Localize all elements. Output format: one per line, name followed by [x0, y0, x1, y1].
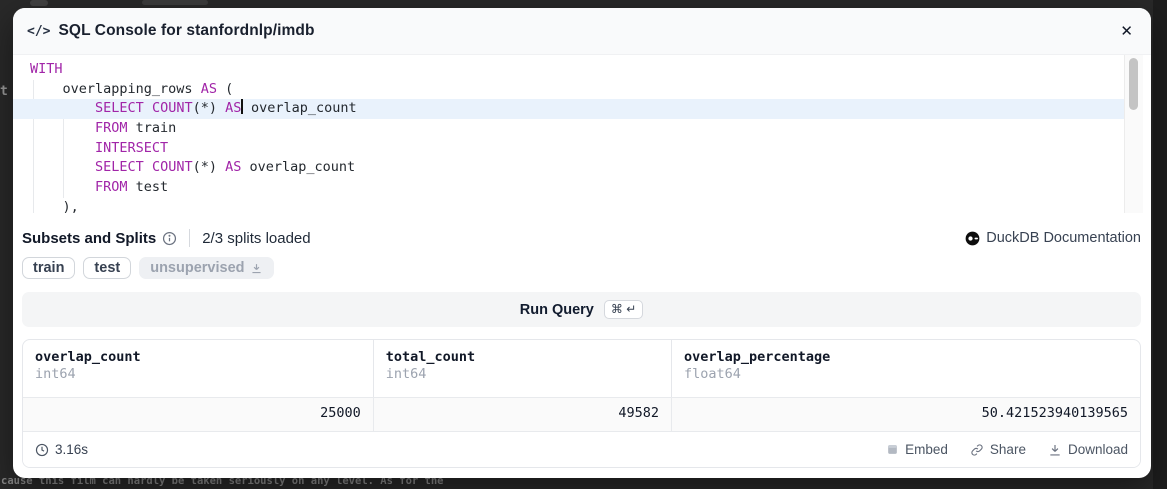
table-cell: 50.421523940139565: [981, 405, 1128, 421]
download-icon: [250, 262, 263, 275]
modal-body: Subsets and Splits 2/3 splits loaded Duc…: [13, 225, 1151, 468]
run-query-label: Run Query: [519, 301, 594, 318]
indent-guide: [33, 80, 34, 213]
backdrop-clipped-text: t: [0, 84, 8, 99]
code-line: SELECT COUNT(*) AS overlap_count: [95, 159, 356, 176]
table-cell: 25000: [23, 398, 374, 431]
code-line: WITH: [30, 61, 63, 77]
duckdb-icon: [965, 231, 980, 246]
divider: [189, 229, 191, 247]
split-chips: train test unsupervised: [22, 257, 1141, 279]
split-chip-label: train: [33, 260, 65, 276]
backdrop-edge: [1153, 0, 1167, 489]
editor-scrollbar[interactable]: [1124, 55, 1143, 213]
split-chip-label: unsupervised: [150, 260, 245, 276]
download-button[interactable]: Download: [1048, 442, 1128, 457]
footer-actions: Embed Share Download: [886, 442, 1128, 457]
download-icon: [1048, 443, 1062, 457]
text-cursor: [241, 99, 243, 115]
code-icon: </>: [27, 23, 51, 39]
split-chip-unsupervised[interactable]: unsupervised: [139, 257, 274, 279]
scrollbar-thumb[interactable]: [1129, 58, 1138, 110]
column-name: total_count: [385, 349, 476, 365]
code-line: INTERSECT: [95, 139, 169, 156]
duckdb-doc-label: DuckDB Documentation: [986, 230, 1141, 246]
sql-editor[interactable]: WITH overlapping_rows AS ( SELECT COUNT(…: [13, 55, 1151, 213]
share-label: Share: [989, 442, 1026, 457]
backdrop-fragment: [30, 0, 48, 6]
subsets-label: Subsets and Splits: [22, 229, 157, 247]
duckdb-doc-link[interactable]: DuckDB Documentation: [965, 230, 1141, 246]
code-lines: WITH overlapping_rows AS ( SELECT COUNT(…: [13, 55, 1151, 213]
duration-value: 3.16s: [55, 442, 89, 457]
backdrop-fragment: [142, 0, 208, 5]
column-type: int64: [385, 366, 427, 382]
split-chip-label: test: [94, 260, 121, 276]
clock-icon: [35, 443, 49, 457]
query-duration: 3.16s: [35, 442, 88, 457]
share-button[interactable]: Share: [970, 442, 1026, 457]
embed-icon: [886, 443, 899, 456]
embed-button[interactable]: Embed: [886, 442, 948, 457]
code-line: FROM train: [95, 120, 177, 137]
column-type: int64: [35, 366, 76, 382]
code-line: overlapping_rows AS (: [62, 80, 234, 97]
column-name: overlap_count: [35, 349, 141, 365]
column-name: overlap_percentage: [683, 349, 831, 365]
embed-label: Embed: [905, 442, 948, 457]
sql-console-modal: </> SQL Console for stanfordnlp/imdb ✕ W…: [13, 8, 1151, 478]
splits-loaded-status: 2/3 splits loaded: [202, 229, 311, 247]
backdrop-page-text: cause this film can hardly be taken seri…: [1, 475, 444, 487]
code-line: FROM test: [95, 179, 169, 196]
modal-header: </> SQL Console for stanfordnlp/imdb ✕: [13, 8, 1151, 55]
close-icon[interactable]: ✕: [1120, 22, 1133, 40]
info-icon[interactable]: [162, 231, 177, 246]
column-type: float64: [683, 366, 741, 382]
split-chip-train[interactable]: train: [22, 257, 76, 279]
split-chip-test[interactable]: test: [83, 257, 132, 279]
indent-guide: [63, 99, 64, 198]
run-query-button[interactable]: Run Query ⌘ ↵: [22, 292, 1141, 327]
modal-title: SQL Console for stanfordnlp/imdb: [58, 22, 315, 39]
results-footer: 3.16s Embed Share Download: [23, 431, 1140, 467]
subsets-row: Subsets and Splits 2/3 splits loaded Duc…: [22, 225, 1141, 251]
download-label: Download: [1067, 442, 1128, 457]
shortcut-badge: ⌘ ↵: [603, 300, 644, 319]
share-icon: [970, 443, 984, 457]
code-line: SELECT COUNT(*) AS overlap_count: [13, 99, 1125, 120]
code-line: ),: [30, 198, 79, 213]
table-cell: 49582: [374, 398, 672, 431]
